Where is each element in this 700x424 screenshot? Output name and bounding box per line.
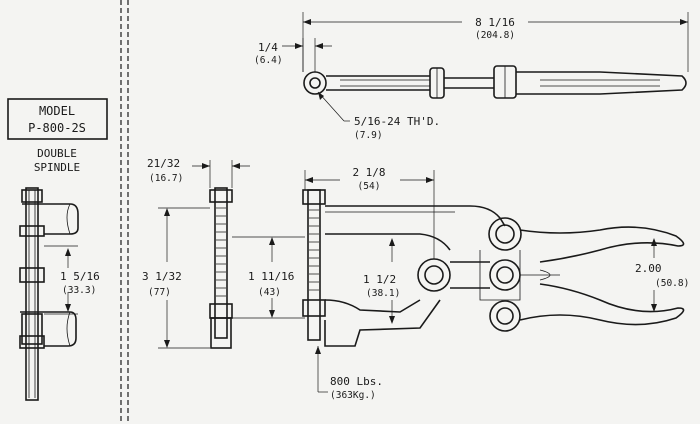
- thread-spec-in: 5/16-24 TH'D.: [354, 115, 440, 128]
- dim-1-1-2-in: 1 1/2: [363, 273, 396, 286]
- dim-1-1-2-mm: (38.1): [366, 288, 400, 299]
- subtitle-line1: DOUBLE: [37, 147, 77, 160]
- model-label: MODEL: [39, 104, 75, 118]
- dim-3-1-32: 3 1/32 (77): [142, 207, 210, 349]
- subtitle-line2: SPINDLE: [34, 161, 80, 174]
- dim-2-00-in: 2.00: [635, 262, 662, 275]
- dim-1-5-16-mm: (33.3): [62, 285, 96, 296]
- dim-1-1-2: 1 1/2 (38.1): [363, 238, 400, 324]
- force-lbs: 800 Lbs.: [330, 375, 383, 388]
- dim-quarter-mm: (6.4): [254, 55, 283, 66]
- top-view: [303, 65, 687, 99]
- dim-1-11-16-mm: (43): [258, 287, 281, 298]
- dim-1-11-16-in: 1 11/16: [248, 270, 294, 283]
- thread-callout: 5/16-24 TH'D. (7.9): [317, 91, 440, 141]
- dim-21-32-mm: (16.7): [149, 173, 183, 184]
- dim-1-5-16: 1 5/16 (33.3): [44, 245, 100, 315]
- dim-3-1-32-in: 3 1/32: [142, 270, 182, 283]
- thread-spec-mm: (7.9): [354, 130, 383, 141]
- dim-1-5-16-in: 1 5/16: [60, 270, 100, 283]
- dim-quarter-in: 1/4: [258, 41, 278, 54]
- force-callout: 800 Lbs. (363Kg.): [315, 346, 383, 401]
- dim-2-00-mm: (50.8): [655, 278, 689, 289]
- dim-1-4: 1/4 (6.4): [254, 38, 332, 72]
- side-view-clamp: [302, 189, 685, 347]
- dim-1-11-16: 1 11/16 (43): [232, 236, 305, 319]
- dim-2-1-8-in: 2 1/8: [352, 166, 385, 179]
- dim-overall-length-in: 8 1/16: [475, 16, 515, 29]
- dim-8-1-16: 8 1/16 (204.8): [302, 12, 689, 72]
- dim-2-00: 2.00 (50.8): [635, 238, 689, 312]
- dim-overall-length-mm: (204.8): [475, 30, 515, 41]
- dim-3-1-32-mm: (77): [148, 287, 171, 298]
- left-spindle-view: [19, 187, 79, 401]
- dim-21-32-in: 21/32: [147, 157, 180, 170]
- model-box: MODEL P-800-2S: [7, 98, 108, 140]
- model-box-border: [7, 98, 108, 140]
- dim-2-1-8-mm: (54): [358, 181, 381, 192]
- force-kg: (363Kg.): [330, 390, 376, 401]
- middle-spindle-view: [209, 187, 233, 349]
- dim-21-32: 21/32 (16.7): [147, 157, 250, 188]
- dim-2-1-8: 2 1/8 (54): [304, 166, 435, 259]
- model-number: P-800-2S: [28, 121, 86, 135]
